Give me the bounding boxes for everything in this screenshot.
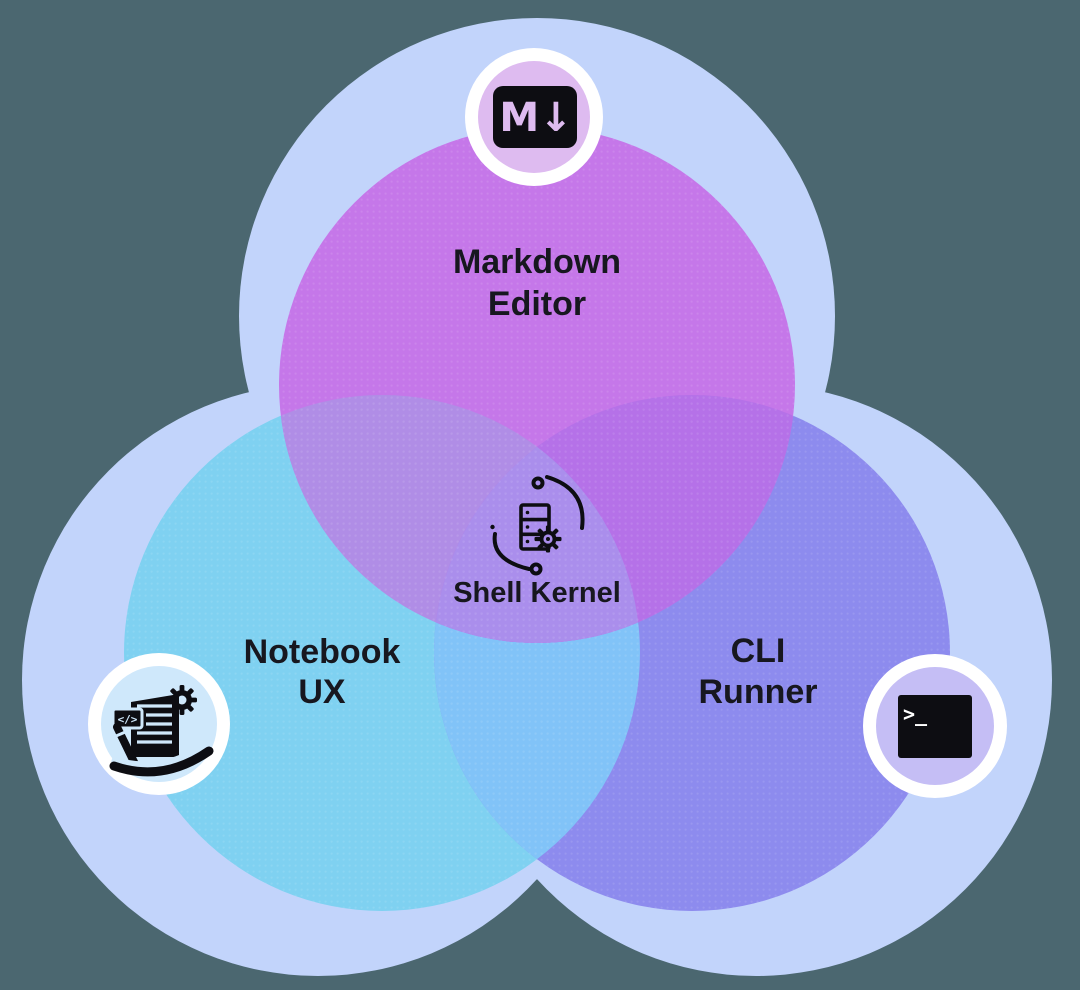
sync-dot-bottom — [529, 562, 543, 576]
center-label: Shell Kernel — [453, 577, 621, 609]
notebook-badge: </> — [88, 653, 230, 795]
terminal-icon: >_ — [898, 695, 972, 758]
cli-label-line1: CLI — [731, 632, 786, 670]
sync-arc-top — [545, 475, 585, 530]
notebook-label-line1: Notebook — [244, 633, 401, 671]
markdown-label-line2: Editor — [488, 285, 586, 323]
code-chip-glyph: </> — [118, 713, 138, 726]
sync-dot-top — [531, 476, 545, 490]
set-labels: Markdown Editor Notebook UX CLI Runner S… — [244, 243, 818, 711]
kernel-sync-icon — [490, 475, 585, 576]
terminal-prompt-glyph: >_ — [903, 702, 928, 726]
markdown-icon: M↓ — [493, 86, 577, 148]
code-chip — [111, 707, 144, 730]
kernel-gear-glyph — [534, 525, 562, 553]
page-curl — [109, 746, 214, 777]
markdown-logo-glyph: M↓ — [499, 95, 572, 141]
server-leds — [525, 510, 530, 544]
sync-dot-small — [490, 524, 495, 530]
notebook-code-icon: </> — [109, 685, 214, 777]
cli-label-line2: Runner — [699, 673, 818, 711]
document-lines — [137, 704, 172, 744]
sync-arc-bottom — [492, 532, 531, 571]
cli-badge: >_ — [863, 654, 1007, 798]
notebook-label-line2: UX — [298, 673, 346, 711]
markdown-badge: M↓ — [465, 48, 603, 186]
markdown-label-line1: Markdown — [453, 243, 621, 281]
halftone-texture — [124, 127, 950, 911]
